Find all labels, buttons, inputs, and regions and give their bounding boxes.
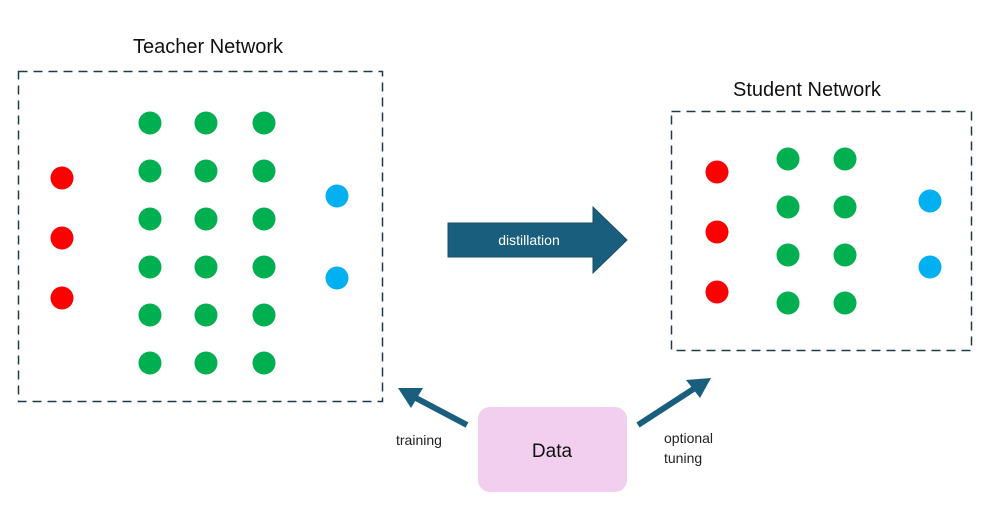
teacher-hidden-node xyxy=(138,111,162,135)
student-hidden-node xyxy=(833,195,857,219)
data-label: Data xyxy=(532,441,573,462)
teacher-hidden-node xyxy=(138,351,162,375)
teacher-nodes xyxy=(50,111,349,375)
teacher-hidden-node xyxy=(252,207,276,231)
student-hidden-node xyxy=(833,147,857,171)
student-network-frame xyxy=(670,110,973,352)
student-hidden-node xyxy=(776,147,800,171)
teacher-hidden-node xyxy=(194,303,218,327)
student-input-node xyxy=(705,220,729,244)
teacher-hidden-node xyxy=(252,303,276,327)
teacher-output-node xyxy=(325,266,349,290)
student-hidden-node xyxy=(776,243,800,267)
teacher-network-frame xyxy=(17,70,384,403)
teacher-hidden-node xyxy=(138,159,162,183)
optional-tuning-arrow xyxy=(636,378,711,428)
student-hidden-node xyxy=(833,243,857,267)
training-arrow xyxy=(398,388,469,428)
teacher-hidden-node xyxy=(194,111,218,135)
teacher-network-title: Teacher Network xyxy=(133,36,284,58)
tuning-label-line2: tuning xyxy=(664,450,703,466)
teacher-hidden-node xyxy=(252,159,276,183)
student-nodes xyxy=(705,147,942,315)
teacher-hidden-node xyxy=(138,303,162,327)
teacher-hidden-node xyxy=(194,159,218,183)
teacher-hidden-node xyxy=(252,351,276,375)
training-label: training xyxy=(396,432,442,448)
student-input-node xyxy=(705,160,729,184)
teacher-input-node xyxy=(50,226,74,250)
teacher-hidden-node xyxy=(252,111,276,135)
student-output-node xyxy=(918,189,942,213)
teacher-hidden-node xyxy=(252,255,276,279)
teacher-input-node xyxy=(50,166,74,190)
teacher-input-node xyxy=(50,286,74,310)
teacher-hidden-node xyxy=(138,255,162,279)
student-hidden-node xyxy=(833,291,857,315)
teacher-hidden-node xyxy=(138,207,162,231)
distillation-label: distillation xyxy=(498,232,559,248)
student-hidden-node xyxy=(776,291,800,315)
teacher-hidden-node xyxy=(194,207,218,231)
data-box xyxy=(478,407,627,492)
teacher-hidden-node xyxy=(194,351,218,375)
distillation-arrow xyxy=(447,205,628,275)
student-output-node xyxy=(918,255,942,279)
student-hidden-node xyxy=(776,195,800,219)
tuning-label-line1: optional xyxy=(664,430,714,446)
teacher-hidden-node xyxy=(194,255,218,279)
student-network-title: Student Network xyxy=(733,79,881,101)
student-input-node xyxy=(705,280,729,304)
teacher-output-node xyxy=(325,184,349,208)
